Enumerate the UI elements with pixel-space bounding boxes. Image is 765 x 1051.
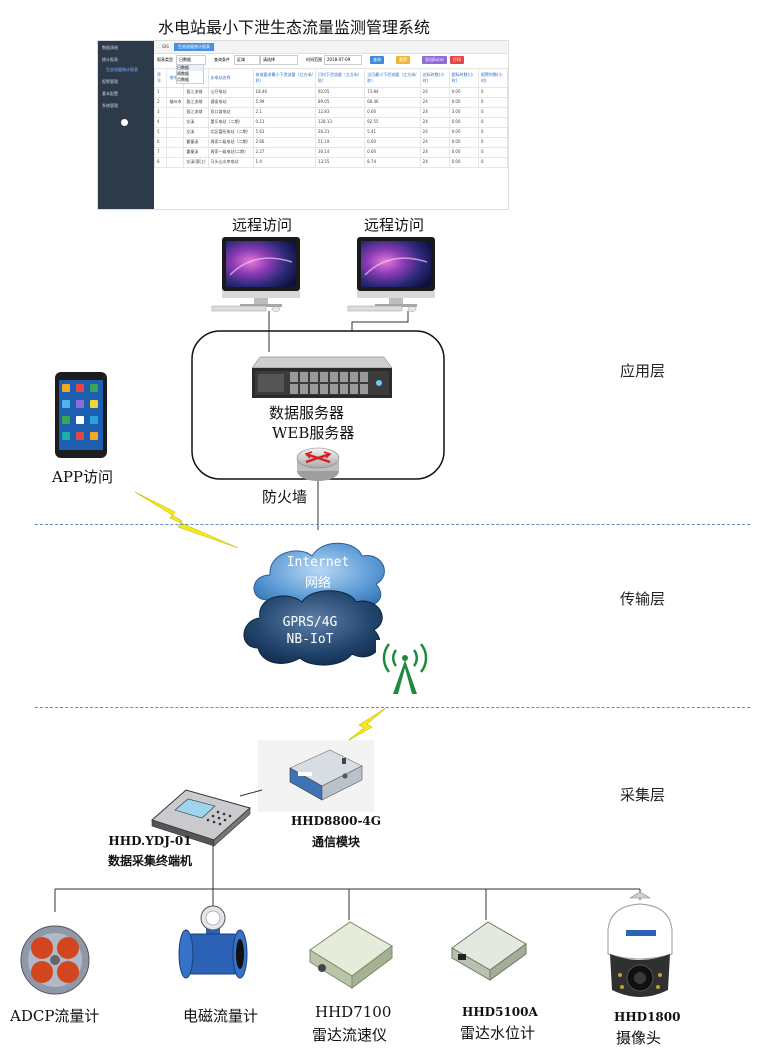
table-header-cell: 日均下泄流量（立方米/秒） xyxy=(314,68,366,88)
table-cell: 0.00 xyxy=(448,157,480,168)
dropdown-option[interactable]: 日数据 xyxy=(177,65,203,71)
software-screenshot: 数据调阅 统计报表 生态流量统计报表 报警管理 基本配置 系统管理 GIS 生态… xyxy=(97,40,509,210)
table-cell: 8 xyxy=(153,157,168,168)
internet-label: Internet xyxy=(286,555,350,570)
radar-velocity-model: HHD7100 xyxy=(315,1003,392,1021)
em-flowmeter-icon xyxy=(178,905,248,979)
camera-model: HHD1800 xyxy=(614,1010,681,1024)
lightning-bolt-icon xyxy=(134,491,239,549)
print-button[interactable]: 打印 xyxy=(450,56,464,64)
collection-layer-label: 采集层 xyxy=(620,786,666,804)
table-cell: 0 xyxy=(478,157,508,168)
nbiot-label: NB-IoT xyxy=(286,632,334,647)
tab-gis[interactable]: GIS xyxy=(162,44,169,49)
terminal-model: HHD.YDJ-01 xyxy=(108,834,192,848)
camera-name: 摄像头 xyxy=(616,1029,662,1047)
adcp-label: ADCP流量计 xyxy=(10,1007,100,1025)
screenshot-tabs: GIS 生态流量统计报表 xyxy=(154,41,508,54)
transport-layer-label: 传输层 xyxy=(620,590,666,608)
table-cell: 13.55 xyxy=(314,157,366,168)
collapse-icon[interactable] xyxy=(121,119,128,126)
radar-level-icon xyxy=(451,921,527,981)
data-terminal-icon xyxy=(151,789,252,847)
screenshot-toolbar: 报表类型 日数据 日数据 周数据 月数据 查询条件 区域 请选择 时间范围 20… xyxy=(154,54,508,84)
page-title: 水电站最小下泄生态流量监测管理系统 xyxy=(158,18,431,37)
camera-icon xyxy=(607,891,673,997)
radar-velocity-icon xyxy=(309,921,393,989)
radar-level-model: HHD5100A xyxy=(462,1005,538,1019)
application-layer-label: 应用层 xyxy=(620,362,666,380)
radar-velocity-name: 雷达流速仪 xyxy=(312,1026,388,1044)
comm-module-model: HHD8800-4G xyxy=(290,814,382,828)
dropdown-option[interactable]: 月数据 xyxy=(177,77,189,82)
em-flowmeter-label: 电磁流量计 xyxy=(183,1007,259,1025)
table-cell: 1.4 xyxy=(252,157,316,168)
radar-level-name: 雷达水位计 xyxy=(460,1024,536,1042)
db-server-label: 数据服务器 xyxy=(269,404,345,422)
firewall-icon xyxy=(296,447,340,481)
remote-access-label-2: 远程访问 xyxy=(364,216,425,234)
area-select[interactable]: 区域 xyxy=(234,55,260,65)
dropdown-option[interactable]: 周数据 xyxy=(177,71,189,76)
app-access-label: APP访问 xyxy=(52,468,114,486)
table-header-cell: 序号 xyxy=(153,68,168,88)
antenna-tower-icon xyxy=(376,640,434,700)
sidebar-item[interactable]: 生态流量统计报表 xyxy=(106,67,138,72)
date-input[interactable]: 2018-07-09 xyxy=(324,55,362,65)
network-label: 网络 xyxy=(304,576,331,591)
layer-divider xyxy=(35,524,750,525)
screenshot-sidebar: 数据调阅 统计报表 生态流量统计报表 报警管理 基本配置 系统管理 xyxy=(98,41,154,209)
export-button[interactable]: 导出Excel xyxy=(422,56,447,64)
tab-report[interactable]: 生态流量统计报表 xyxy=(174,43,214,51)
adcp-sensor-icon xyxy=(20,925,90,995)
monitor-icon-1 xyxy=(211,237,300,312)
sidebar-item[interactable]: 统计报表 xyxy=(102,57,118,62)
remote-access-label-1: 远程访问 xyxy=(232,216,293,234)
firewall-label: 防火墙 xyxy=(262,488,308,506)
comm-module-icon xyxy=(258,740,374,812)
reset-button[interactable]: 重置 xyxy=(396,56,410,64)
sidebar-item[interactable]: 系统管理 xyxy=(102,103,118,108)
terminal-name: 数据采集终端机 xyxy=(107,854,192,868)
layer-divider xyxy=(35,707,750,708)
rack-server-icon xyxy=(251,356,393,398)
sidebar-item[interactable]: 基本配置 xyxy=(102,91,118,96)
sidebar-item[interactable]: 数据调阅 xyxy=(102,45,118,50)
comm-module-name: 通信模块 xyxy=(311,835,360,849)
gprs-label: GPRS/4G xyxy=(282,615,338,630)
query-button[interactable]: 查询 xyxy=(370,56,384,64)
sidebar-item[interactable]: 报警管理 xyxy=(102,79,118,84)
phone-icon xyxy=(55,372,107,458)
report-type-dropdown[interactable]: 日数据 周数据 月数据 xyxy=(176,64,204,84)
web-server-label: WEB服务器 xyxy=(272,424,355,442)
monitor-icon-2 xyxy=(347,237,435,312)
gprs-cloud-icon xyxy=(243,590,383,666)
station-select[interactable]: 请选择 xyxy=(260,55,298,65)
table-cell: 交溪(赛江) xyxy=(183,157,209,168)
lightning-bolt-icon xyxy=(345,707,387,743)
